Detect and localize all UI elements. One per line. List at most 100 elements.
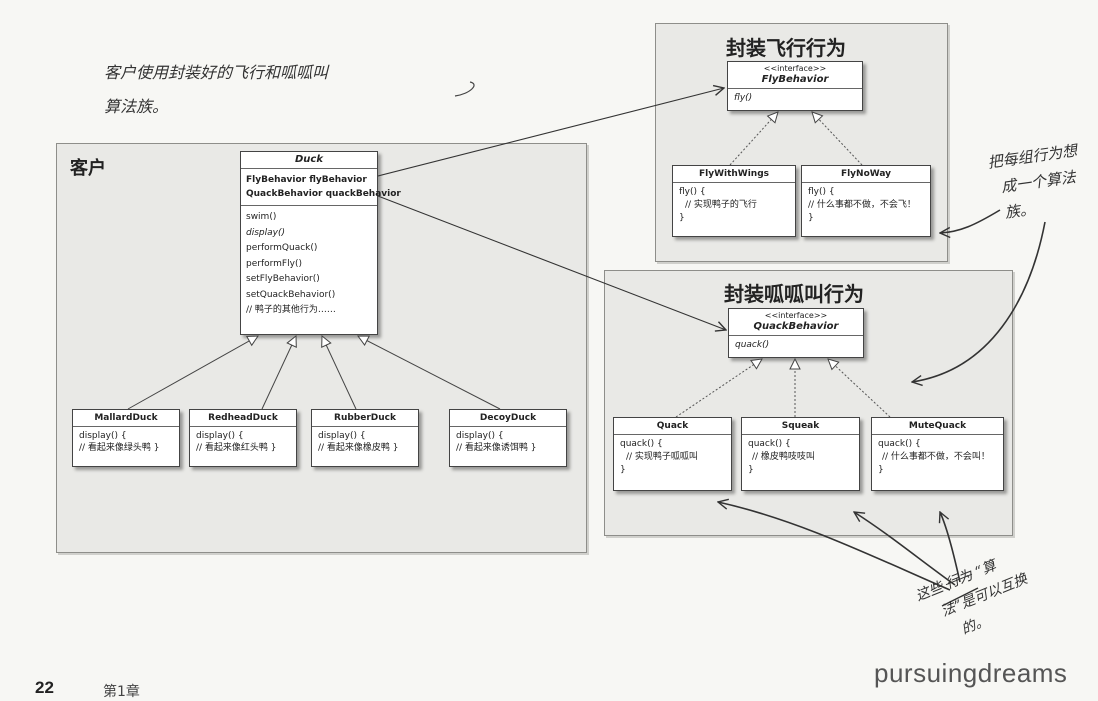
fly-behavior-stereotype: <<interface>> (763, 64, 827, 73)
assoc-quack (377, 195, 726, 330)
subduck-decoy-line-1: display() { (456, 431, 504, 441)
quack-behavior-stereotype: <<interface>> (764, 311, 828, 320)
mute-quack-class-line-2: // 什么事都不做，不会叫！ (882, 452, 990, 462)
duck-field-quack: QuackBehavior quackBehavior (246, 189, 401, 199)
fly-behavior-header: <<interface>> FlyBehavior (728, 62, 862, 89)
duck-method-set-fly: setFlyBehavior() (246, 274, 320, 284)
duck-field-fly: FlyBehavior flyBehavior (246, 175, 367, 185)
hand-arrow-bottom-3 (940, 512, 961, 583)
subduck-rubber: RubberDuck display() { // 看起来像橡皮鸭 } (311, 409, 419, 467)
squeak-class: Squeak quack() { // 橡皮鸭吱吱叫 } (741, 417, 860, 491)
fly-behavior-interface: <<interface>> FlyBehavior fly() (727, 61, 863, 111)
inherit-rubber (322, 336, 357, 410)
hand-arrow-top (454, 81, 475, 97)
duck-class-name: Duck (241, 152, 377, 169)
impl-fly-no-way (812, 112, 863, 166)
assoc-fly (377, 88, 724, 177)
mute-quack-class-line-3: } (878, 465, 884, 475)
duck-class-box: Duck FlyBehavior flyBehavior QuackBehavi… (240, 151, 401, 335)
fly-no-way-body: fly() { // 什么事都不做，不会飞！ } (802, 183, 930, 228)
note-top: 客户使用封装好的飞行和呱呱叫 算法族。 (104, 56, 328, 124)
fly-with-wings-line-1: fly() { (679, 187, 706, 197)
inherit-mallard (127, 336, 258, 410)
fly-with-wings-line-2: // 实现鸭子的飞行 (685, 200, 757, 210)
subduck-mallard-line-2: // 看起来像绿头鸭 } (79, 443, 160, 453)
subduck-decoy-body: display() { // 看起来像诱饵鸭 } (450, 427, 566, 457)
strike-through (941, 587, 979, 607)
impl-quack (675, 359, 762, 418)
chapter-label: 第1章 (103, 684, 140, 700)
watermark: pursuingdreams (874, 658, 1068, 688)
fly-no-way-class: FlyNoWay fly() { // 什么事都不做，不会飞！ } (801, 165, 931, 237)
quack-class: Quack quack() { // 实现鸭子呱呱叫 } (613, 417, 732, 491)
quack-class-body: quack() { // 实现鸭子呱呱叫 } (614, 435, 731, 480)
quack-behavior-name: QuackBehavior (753, 321, 839, 332)
quack-class-line-3: } (620, 465, 626, 475)
quack-behavior-interface: <<interface>> QuackBehavior quack() (728, 308, 864, 358)
duck-fields: FlyBehavior flyBehavior QuackBehavior qu… (241, 169, 401, 206)
fly-no-way-line-2: // 什么事都不做，不会飞！ (808, 200, 916, 210)
note-right: 把每组行为想 成一个算法族。 (986, 134, 1098, 227)
squeak-class-name: Squeak (742, 418, 859, 435)
subduck-mallard-body: display() { // 看起来像绿头鸭 } (73, 427, 179, 457)
subduck-mallard-name: MallardDuck (73, 410, 179, 427)
note-top-line-2: 算法族。 (104, 97, 169, 116)
mute-quack-class-line-1: quack() { (878, 439, 921, 449)
squeak-class-line-1: quack() { (748, 439, 791, 449)
subduck-rubber-line-1: display() { (318, 431, 366, 441)
subduck-redhead-line-1: display() { (196, 431, 244, 441)
inherit-decoy (358, 336, 501, 410)
quack-behavior-header: <<interface>> QuackBehavior (729, 309, 863, 336)
duck-method-set-quack: setQuackBehavior() (246, 289, 336, 300)
inherit-redhead (261, 336, 296, 410)
fly-with-wings-name: FlyWithWings (673, 166, 795, 183)
duck-method-perform-quack: performQuack() (246, 243, 318, 253)
subduck-mallard: MallardDuck display() { // 看起来像绿头鸭 } (72, 409, 180, 467)
subduck-decoy-line-2: // 看起来像诱饵鸭 } (456, 443, 537, 453)
duck-methods: swim() display() performQuack() performF… (241, 206, 377, 323)
hand-arrow-right-2 (912, 221, 1046, 382)
fly-no-way-line-1: fly() { (808, 187, 835, 197)
mute-quack-class-name: MuteQuack (872, 418, 1003, 435)
impl-mute-quack (828, 359, 891, 418)
mute-quack-class: MuteQuack quack() { // 什么事都不做，不会叫！ } (871, 417, 1004, 491)
subduck-rubber-line-2: // 看起来像橡皮鸭 } (318, 443, 399, 453)
note-top-line-1: 客户使用封装好的飞行和呱呱叫 (104, 63, 329, 82)
hand-arrow-right-1 (940, 209, 1001, 233)
quack-class-name: Quack (614, 418, 731, 435)
hand-arrow-bottom-2 (854, 512, 956, 586)
subduck-redhead-body: display() { // 看起来像红头鸭 } (190, 427, 296, 457)
squeak-class-body: quack() { // 橡皮鸭吱吱叫 } (742, 435, 859, 480)
client-panel-title: 客户 (70, 158, 106, 179)
duck-method-other: // 鸭子的其他行为…… (246, 305, 336, 315)
subduck-redhead: RedheadDuck display() { // 看起来像红头鸭 } (189, 409, 297, 467)
duck-method-perform-fly: performFly() (246, 258, 302, 269)
fly-no-way-name: FlyNoWay (802, 166, 930, 183)
impl-fly-with-wings (729, 112, 778, 166)
subduck-decoy-name: DecoyDuck (450, 410, 566, 427)
fly-with-wings-body: fly() { // 实现鸭子的飞行 } (673, 183, 795, 228)
subduck-redhead-line-2: // 看起来像红头鸭 } (196, 443, 277, 453)
fly-panel-title: 封装飞行行为 (726, 36, 846, 60)
fly-with-wings-class: FlyWithWings fly() { // 实现鸭子的飞行 } (672, 165, 796, 237)
page-number: 22 (35, 678, 54, 697)
subduck-mallard-line-1: display() { (79, 431, 127, 441)
subduck-decoy: DecoyDuck display() { // 看起来像诱饵鸭 } (449, 409, 567, 467)
subduck-rubber-name: RubberDuck (312, 410, 418, 427)
mute-quack-class-body: quack() { // 什么事都不做，不会叫！ } (872, 435, 1003, 480)
subduck-rubber-body: display() { // 看起来像橡皮鸭 } (312, 427, 418, 457)
hand-arrow-bottom-1 (718, 502, 951, 591)
quack-behavior-method: quack() (735, 340, 770, 350)
subduck-redhead-name: RedheadDuck (190, 410, 296, 427)
quack-class-line-2: // 实现鸭子呱呱叫 (626, 452, 698, 462)
squeak-class-line-3: } (748, 465, 754, 475)
fly-no-way-line-3: } (808, 213, 814, 223)
duck-method-display: display() (246, 227, 285, 238)
quack-class-line-1: quack() { (620, 439, 663, 449)
fly-behavior-name: FlyBehavior (761, 74, 829, 85)
fly-behavior-method: fly() (734, 93, 753, 103)
duck-method-swim: swim() (246, 212, 277, 222)
quack-panel-title: 封装呱呱叫行为 (724, 282, 864, 306)
fly-with-wings-line-3: } (679, 213, 685, 223)
